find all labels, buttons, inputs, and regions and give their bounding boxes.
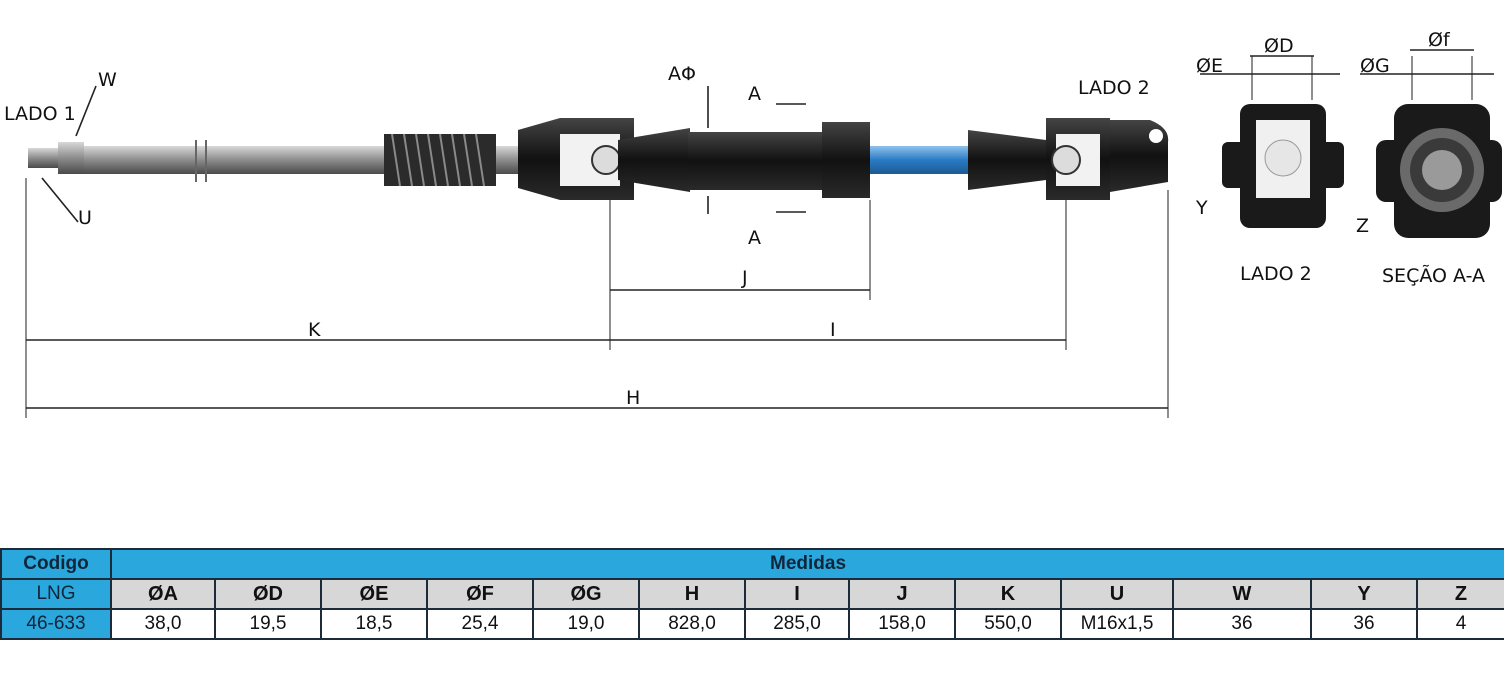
e-label: ØE [1196,55,1223,77]
col-header: ØG [532,578,640,610]
col-header: Y [1310,578,1418,610]
value-cell: 4 [1415,608,1504,640]
y-label: Y [1195,197,1208,219]
code-cell: 46-633 [0,608,112,640]
w-label: W [98,69,117,91]
j-label: J [741,267,748,289]
col-header: Z [1415,578,1504,610]
value-cell: 36 [1172,608,1312,640]
spec-table: Codigo Medidas LNG ØA ØD ØE ØF ØG H I J … [0,548,1504,640]
col-header: U [1060,578,1174,610]
lado1-label: LADO 1 [4,103,76,125]
steering-shaft-drawing: LADO 1 W U AΦ A A J K I H LADO 2 ØE ØD Ø… [4,29,1502,418]
i-label: I [830,319,836,341]
value-cell: 19,5 [214,608,322,640]
z-label: Z [1356,215,1369,237]
brand-cell: LNG [0,578,112,610]
value-cell: 25,4 [426,608,534,640]
section-view [1376,104,1502,238]
spring-coil [384,133,496,187]
code-header: Codigo [0,548,112,580]
g-label: ØG [1360,55,1390,77]
value-cell: 828,0 [638,608,746,640]
telescopic-tube [688,122,870,198]
measures-header: Medidas [109,548,1504,580]
value-cell: M16x1,5 [1060,608,1174,640]
value-cell: 36 [1310,608,1418,640]
col-header: J [848,578,956,610]
value-cell: 158,0 [848,608,956,640]
universal-joint-left [518,118,690,200]
col-header: ØA [110,578,216,610]
a-bottom-label: A [748,227,761,249]
secao-label: SEÇÃO A-A [1382,264,1485,287]
table-row: 46-633 38,0 19,5 18,5 25,4 19,0 828,0 28… [0,608,1504,640]
col-header: W [1172,578,1312,610]
col-header: ØF [426,578,534,610]
blue-shaft [870,146,968,174]
value-cell: 38,0 [110,608,216,640]
dimension-lines [26,49,1494,409]
col-header: H [638,578,746,610]
value-cell: 285,0 [744,608,850,640]
d-label: ØD [1264,35,1294,57]
col-header: I [744,578,850,610]
steel-shaft [28,140,384,182]
lado2-end-view [1222,104,1344,228]
extension-lines [25,56,1473,418]
col-header: K [954,578,1062,610]
col-header: ØE [320,578,428,610]
value-cell: 18,5 [320,608,428,640]
u-label: U [78,207,92,229]
lado2-bottom-label: LADO 2 [1240,263,1312,285]
k-label: K [308,319,321,341]
col-header: ØD [214,578,322,610]
value-cell: 550,0 [954,608,1062,640]
universal-joint-right [968,118,1169,200]
lado2-top-label: LADO 2 [1078,77,1150,99]
a-top-label: A [748,83,761,105]
value-cell: 19,0 [532,608,640,640]
h-label: H [626,387,640,409]
adiam-label: AΦ [668,63,696,85]
f-label: Øf [1428,29,1451,51]
